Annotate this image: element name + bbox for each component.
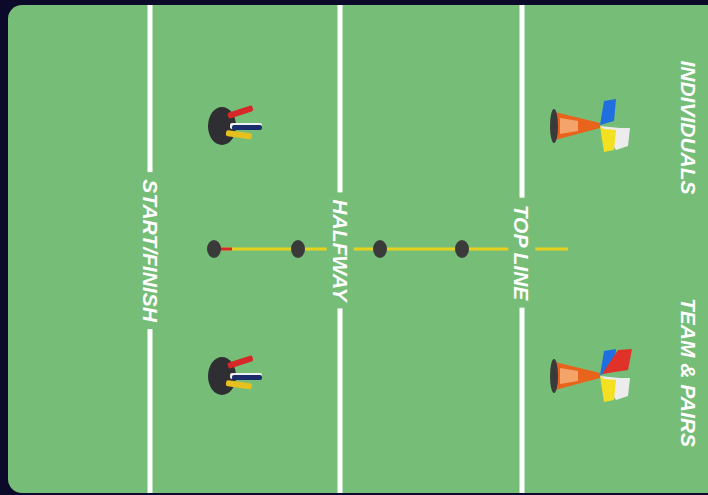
label-text: TEAM & PAIRS xyxy=(676,298,699,447)
label-text: TOP LINE xyxy=(511,204,534,300)
field-lines xyxy=(150,5,522,493)
label-text: START/FINISH xyxy=(138,179,161,322)
field-ground xyxy=(8,5,708,493)
zone-label: INDIVIDUALS xyxy=(675,53,702,201)
line-label: TOP LINE xyxy=(509,197,536,307)
label-text: HALFWAY xyxy=(328,199,351,301)
flag-cone xyxy=(550,349,632,402)
flag-cone xyxy=(550,99,630,152)
label-text: INDIVIDUALS xyxy=(677,60,700,194)
zone-label: TEAM & PAIRS xyxy=(674,291,701,454)
line-label: START/FINISH xyxy=(136,172,163,329)
baton-cone xyxy=(208,355,262,395)
line-label: HALFWAY xyxy=(326,192,353,308)
baton-cone xyxy=(208,105,262,145)
